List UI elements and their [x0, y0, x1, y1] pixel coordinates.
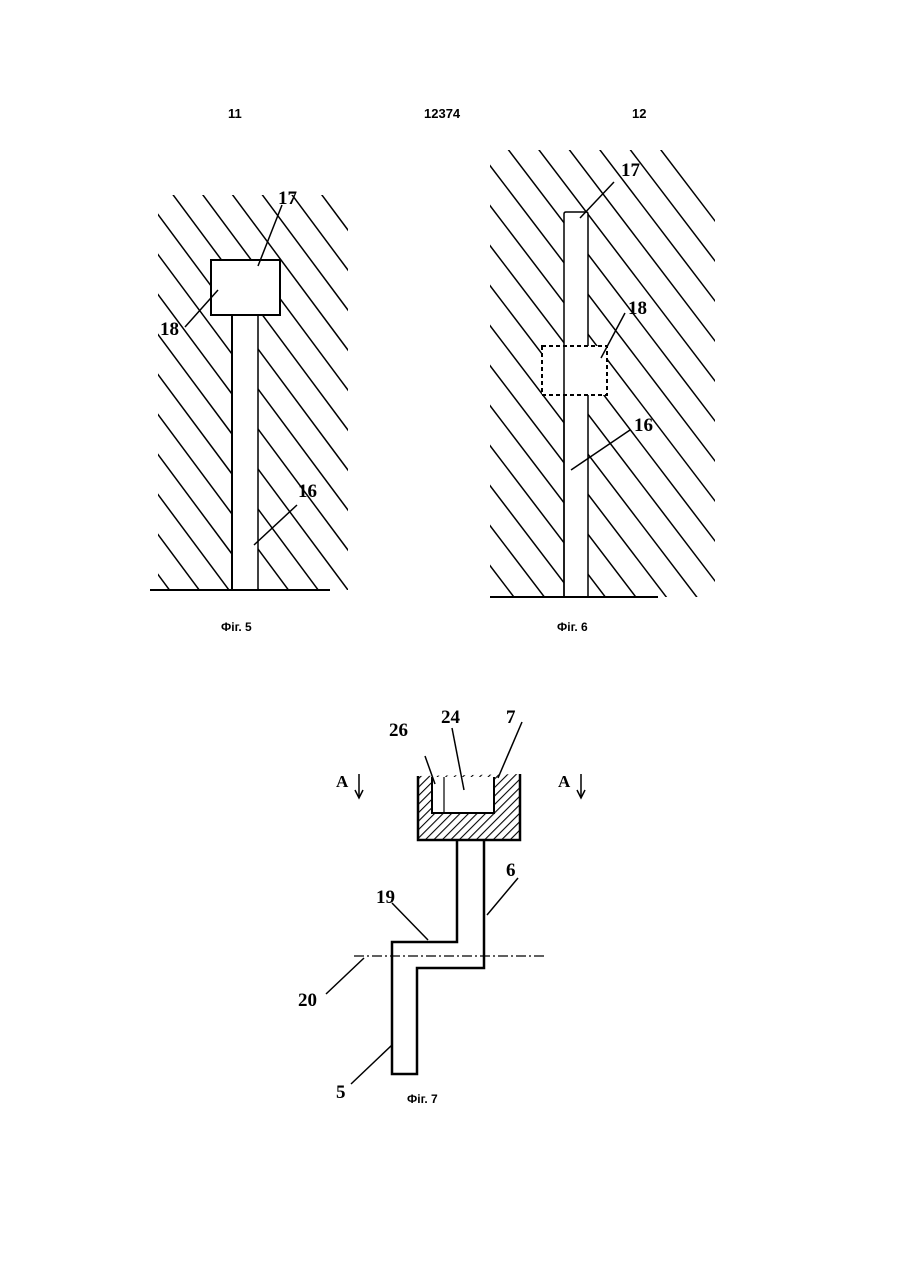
fig7-label-26: 26: [389, 720, 408, 741]
fig7-caption: Фіг. 7: [407, 1092, 438, 1106]
fig7-section-mark-right: A: [558, 772, 571, 791]
fig7-leader-5: [351, 1045, 392, 1084]
fig5-caption: Фіг. 5: [221, 620, 252, 634]
fig5-label-16: 16: [298, 481, 317, 502]
fig5-label-18: 18: [160, 319, 179, 340]
fig6-leader-18: [601, 313, 625, 358]
fig5-leader-16: [254, 505, 297, 545]
fig5-chamber-18: [211, 260, 280, 315]
fig6-label-18: 18: [628, 298, 647, 319]
fig5-ground-hatching: [110, 0, 400, 940]
fig7-leader-19: [392, 903, 428, 940]
fig7-leader-7: [498, 722, 522, 778]
figure-5: 17 18 16: [110, 0, 400, 940]
fig7-label-7: 7: [506, 707, 516, 728]
fig7-label-20: 20: [298, 990, 317, 1011]
fig7-leader-24: [452, 728, 464, 790]
fig7-label-5: 5: [336, 1082, 346, 1103]
fig7-label-6: 6: [506, 860, 516, 881]
fig7-crank-shaft: [392, 840, 484, 1074]
fig5-label-17: 17: [278, 188, 298, 209]
fig6-label-17: 17: [621, 160, 641, 181]
figure-7: A A 26 24 7 6 19 20 5: [298, 707, 585, 1103]
fig7-housing-hatch: [418, 774, 520, 840]
fig6-channel-upper: [564, 212, 588, 597]
fig7-section-mark-left: A: [336, 772, 349, 791]
fig6-leader-16: [571, 430, 630, 470]
fig7-label-19: 19: [376, 887, 395, 908]
fig6-chamber-fill: [542, 346, 607, 395]
fig6-caption: Фіг. 6: [557, 620, 588, 634]
fig6-leader-17: [580, 182, 614, 218]
fig7-leader-6: [487, 878, 518, 915]
fig5-leader-18: [185, 290, 218, 327]
fig7-label-24: 24: [441, 707, 461, 728]
fig6-label-16: 16: [634, 415, 653, 436]
fig7-leader-20: [326, 958, 364, 994]
